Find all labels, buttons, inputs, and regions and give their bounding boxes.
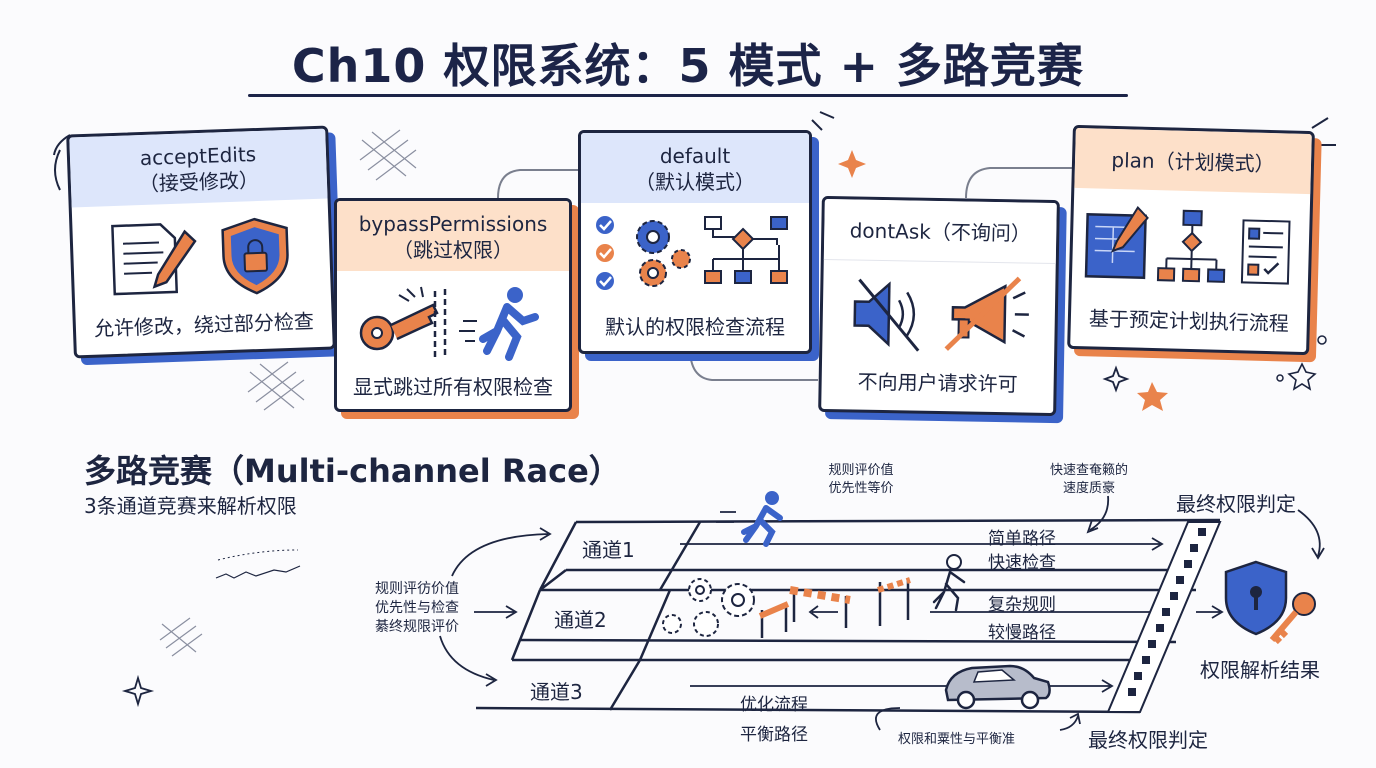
runner-icon	[932, 554, 966, 612]
mode-desc: 默认的权限检查流程	[605, 315, 785, 339]
finish-line	[1106, 521, 1222, 713]
blueprint-icon	[1084, 205, 1149, 280]
mode-cn: （跳过权限）	[393, 238, 513, 262]
report-icon	[1240, 219, 1291, 285]
final-judgement-bottom: 最终权限判定	[1088, 728, 1208, 752]
gears-icon	[636, 220, 691, 287]
gears-icon	[662, 578, 755, 637]
lane-2-label: 通道2	[554, 608, 607, 632]
lane-3-label: 通道3	[530, 680, 583, 704]
mode-desc: 显式跳过所有权限检查	[353, 375, 553, 399]
race-subtitle: 3条通道竞赛来解析权限	[84, 494, 297, 518]
shield-key-icon	[1224, 560, 1316, 645]
key-break-icon	[359, 286, 447, 359]
flowchart-icon	[704, 216, 788, 284]
mode-card-header: default （默认模式）	[581, 133, 809, 203]
document-pencil-icon	[111, 223, 197, 296]
hurdle-icon	[758, 577, 911, 638]
lane-1-label: 通道1	[582, 538, 635, 562]
car-icon	[944, 664, 1051, 710]
mode-name: default	[659, 144, 731, 168]
muted-speaker-icon	[853, 278, 920, 352]
shield-lock-icon	[221, 217, 289, 295]
mode-cn: （默认模式）	[635, 170, 755, 194]
lane-2-line2: 较慢路径	[988, 623, 1056, 643]
lane-1-line2: 快速检查	[988, 553, 1056, 573]
race-title: 多路竞赛（Multi-channel Race）	[84, 452, 621, 490]
mode-card-default: default （默认模式）	[578, 130, 812, 354]
crossed-megaphone-icon	[944, 276, 1029, 351]
mode-card-bypasspermissions: bypassPermissions （跳过权限） 显式跳过所有权限检查	[334, 198, 572, 412]
final-judgement-top: 最终权限判定	[1176, 492, 1296, 516]
lane-3-line2: 平衡路径	[740, 725, 808, 745]
bottom-note: 权限和粟性与平衡准	[898, 732, 1016, 747]
mode-card-acceptedits: acceptEdits （接受修改） 允许修改，绕过部分检查	[66, 125, 336, 359]
hierarchy-icon	[1156, 209, 1226, 283]
mode-card-header: bypassPermissions （跳过权限）	[337, 201, 569, 271]
page-title: Ch10 权限系统：5 模式 + 多路竞赛	[291, 39, 1085, 93]
running-person-icon	[459, 287, 539, 361]
runner-icon	[716, 491, 783, 547]
top-note-2: 快速查奄籁的 速度质豪	[1049, 463, 1128, 496]
left-note: 规则评彷价值 优先性与检查 綦终规限评价	[375, 581, 459, 635]
lane-2-line1: 复杂规则	[988, 595, 1056, 615]
mode-name: bypassPermissions	[358, 212, 548, 236]
checklist-icon	[596, 216, 614, 290]
result-label: 权限解析结果	[1200, 658, 1320, 682]
mode-card-plan: plan（计划模式）	[1067, 124, 1315, 356]
title-underline	[248, 94, 1128, 97]
lane-1-line1: 简单路径	[988, 529, 1056, 549]
mode-card-dontask: dontAsk（不询问） 不向用户请求许可	[818, 195, 1060, 417]
lane-3-line1: 优化流程	[740, 695, 808, 715]
top-note-1: 规则评价值 优先性等价	[828, 463, 894, 496]
